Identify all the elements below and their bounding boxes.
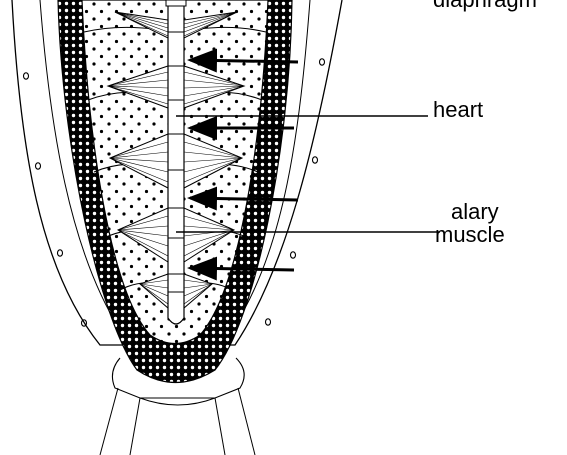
left-cercus bbox=[100, 388, 118, 455]
alary-label-line2: muscle bbox=[435, 223, 505, 246]
alary-label-line1: alary bbox=[445, 200, 505, 223]
heart-tube bbox=[168, 0, 184, 324]
arrow-1 bbox=[190, 60, 298, 62]
diaphragm-label: diaphragm bbox=[433, 0, 537, 11]
arrow-4 bbox=[190, 268, 294, 270]
arrow-3 bbox=[190, 198, 298, 200]
heart-label: heart bbox=[433, 98, 483, 121]
right-cercus bbox=[215, 398, 225, 455]
alary-muscle-label: alary muscle bbox=[445, 200, 505, 246]
